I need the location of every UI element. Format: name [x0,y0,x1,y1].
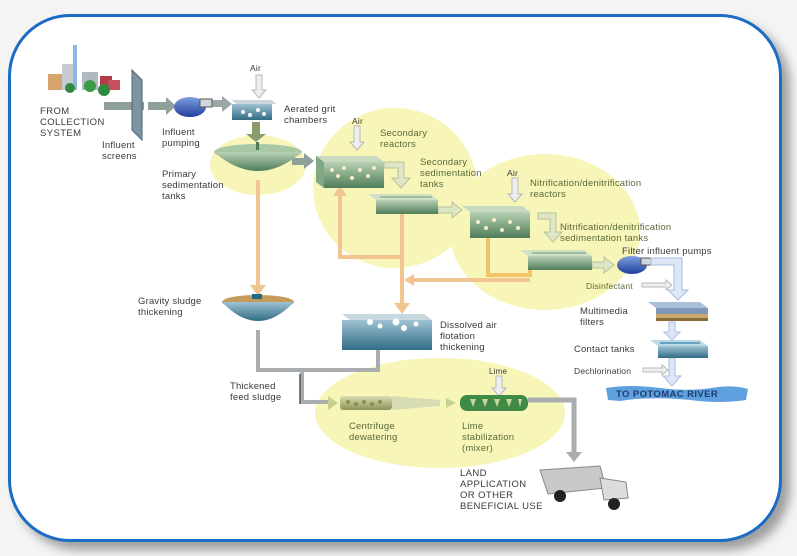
label-dissolved-air-flotation: Dissolved air flotation thickening [440,320,497,353]
tertiary-flow [650,257,690,387]
label-contact-tanks: Contact tanks [574,344,635,355]
label-disinfectant: Disinfectant [586,281,633,291]
label-nitrification-reactors: Nitrification/denitrification reactors [530,178,642,200]
arrow-nit-waste [404,274,414,286]
arrow-to-daf [394,303,410,314]
label-filter-influent-pumps: Filter influent pumps [622,246,712,257]
centrifuge-icon [340,396,440,410]
label-dechlorination: Dechlorination [574,366,632,376]
label-secondary-sedimentation: Secondary sedimentation tanks [420,157,482,190]
label-influent-pumping: Influent pumping [162,127,200,149]
sludge-lines [250,180,530,314]
label-land-application: LAND APPLICATION OR OTHER BENEFICIAL USE [460,468,543,512]
label-multimedia-filters: Multimedia filters [580,306,628,328]
chemical-feed-arrows [641,278,673,377]
return-sludge-secondary [338,192,402,259]
label-from-collection-system: FROM COLLECTION SYSTEM [40,106,105,139]
label-air-secondary: Air [352,116,363,126]
label-aerated-grit-chambers: Aerated grit chambers [284,104,336,126]
treatment-flow [383,161,615,275]
label-air-grit: Air [250,63,261,73]
river-icon [606,386,748,402]
label-gravity-sludge-thickening: Gravity sludge thickening [138,296,202,318]
highlight-secondary [313,108,477,268]
flow-sed-to-pump [591,255,615,275]
air-arrows [250,74,524,397]
arrow-return-secondary [333,185,347,196]
arrow-to-truck [566,452,582,462]
mixer-to-truck-pipe [528,397,577,455]
flow-secondary-to-sed [383,161,412,189]
label-centrifuge-dewatering: Centrifuge dewatering [349,421,398,443]
lime-arrow [490,375,508,397]
flow-sed-to-nit [437,200,463,220]
influent-pump-icon [174,97,213,117]
multimedia-filter-icon [648,302,708,321]
lime-mixer-icon [460,395,528,411]
filter-influent-pump-icon [617,256,652,274]
gravity-thickener-icon [222,294,294,321]
contact-tank-icon [650,340,708,358]
disinfectant-arrow [641,278,673,292]
label-secondary-reactors: Secondary reactors [380,128,428,150]
highlight-sludge [315,358,565,468]
nitrification-reactor-icon [462,206,530,238]
label-influent-screens: Influent screens [102,140,137,162]
influent-screen-icon [131,68,143,142]
air-arrow-nit [506,177,524,203]
thickened-sludge-pipes [256,330,380,404]
secondary-reactor-icon [316,156,384,188]
air-arrow-secondary [348,125,366,151]
label-to-potomac-river: TO POTOMAC RIVER [616,389,719,400]
label-air-nitrification: Air [507,168,518,178]
truck-icon [539,465,629,510]
aerated-grit-chamber-icon [232,100,276,120]
city-icon [48,45,120,96]
arrow-to-centrifuge [328,396,338,410]
dechlorination-arrow [642,363,669,377]
arrow-to-mixer [446,398,456,408]
nitrification-sedimentation-icon [520,250,592,270]
arrow-to-gravity [250,285,266,296]
flow-nit-to-sed [537,212,564,243]
primary-sedimentation-icon [214,142,302,171]
secondary-sedimentation-icon [368,194,438,214]
label-nitrification-sedimentation: Nitrification/denitrification sedimentat… [560,222,672,244]
label-primary-sedimentation: Primary sedimentation tanks [162,169,224,202]
return-sludge-nit [486,228,532,277]
influent-flow [104,96,314,169]
label-lime-stabilization: Lime stabilization (mixer) [462,421,515,454]
air-arrow-grit [250,74,268,99]
daf-thickener-icon [342,314,432,350]
label-lime: Lime [489,367,508,376]
label-thickened-feed-sludge: Thickened feed sludge [230,381,282,403]
